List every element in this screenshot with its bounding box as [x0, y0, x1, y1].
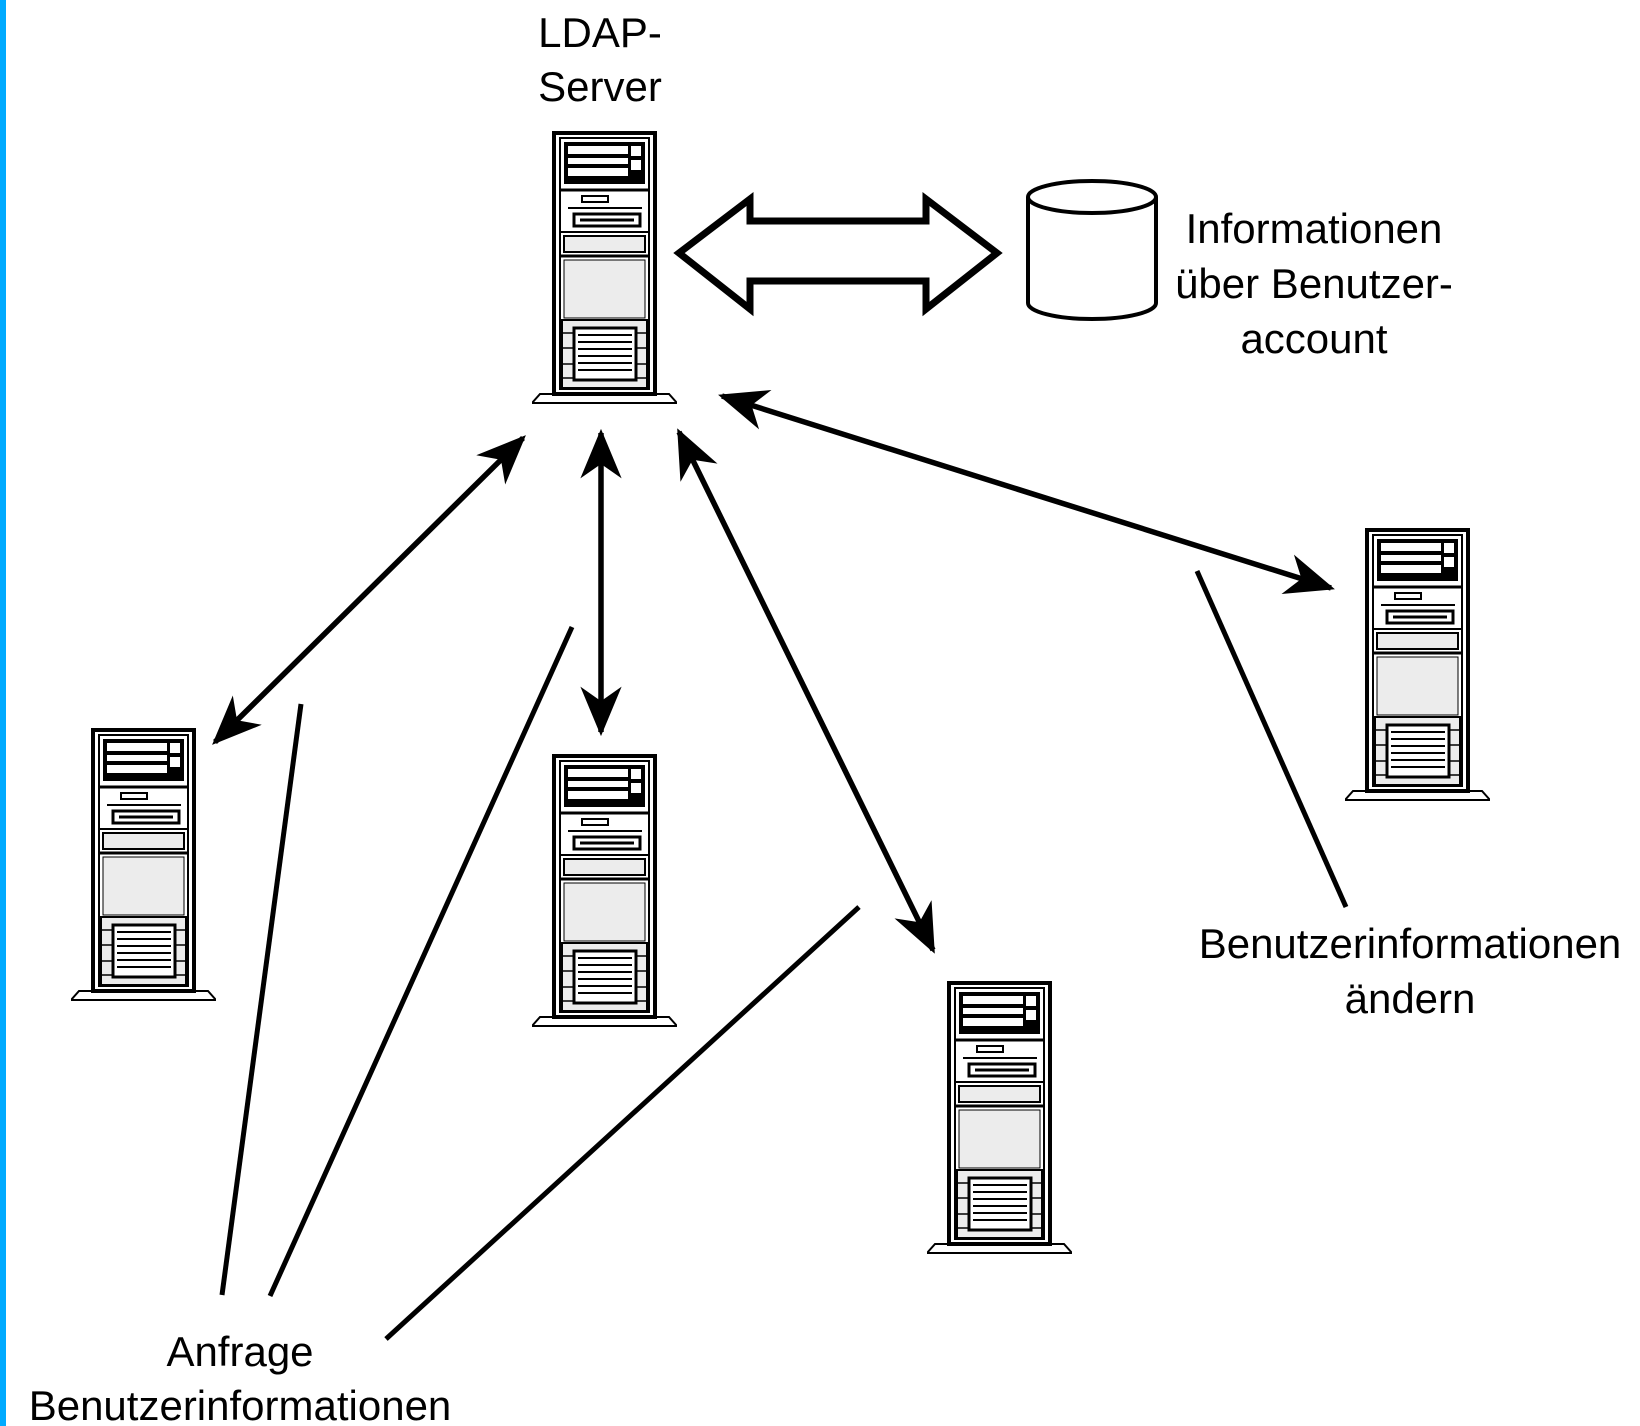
ldap-server-label: LDAP-: [538, 9, 662, 56]
leader-line: [1194, 569, 1349, 909]
database-label: über Benutzer-: [1175, 260, 1453, 307]
connection-arrow-left: [212, 435, 526, 745]
leader-line: [219, 703, 304, 1296]
query-info-label: Benutzerinformationen: [29, 1382, 452, 1426]
ldap-server-icon: [532, 133, 677, 403]
change-info-label: ändern: [1345, 975, 1476, 1022]
client-server-right-icon: [1345, 530, 1490, 800]
frame-border: [0, 0, 6, 1426]
client-server-left-icon: [71, 730, 216, 1000]
database-label: account: [1240, 315, 1387, 362]
change-info-label: Benutzerinformationen: [1199, 920, 1622, 967]
double-arrow-icon: [673, 191, 1003, 317]
ldap-server-label: Server: [538, 63, 662, 110]
connection-arrow-right: [718, 389, 1335, 595]
client-server-lower-right-icon: [927, 983, 1072, 1253]
connection-arrow-lower-right: [676, 428, 936, 954]
client-server-center-icon: [532, 756, 677, 1026]
database-icon: [1026, 179, 1158, 321]
leader-line: [384, 905, 861, 1341]
database-label: Informationen: [1186, 205, 1443, 252]
query-info-label: Anfrage: [166, 1328, 313, 1375]
leader-line: [267, 625, 575, 1298]
